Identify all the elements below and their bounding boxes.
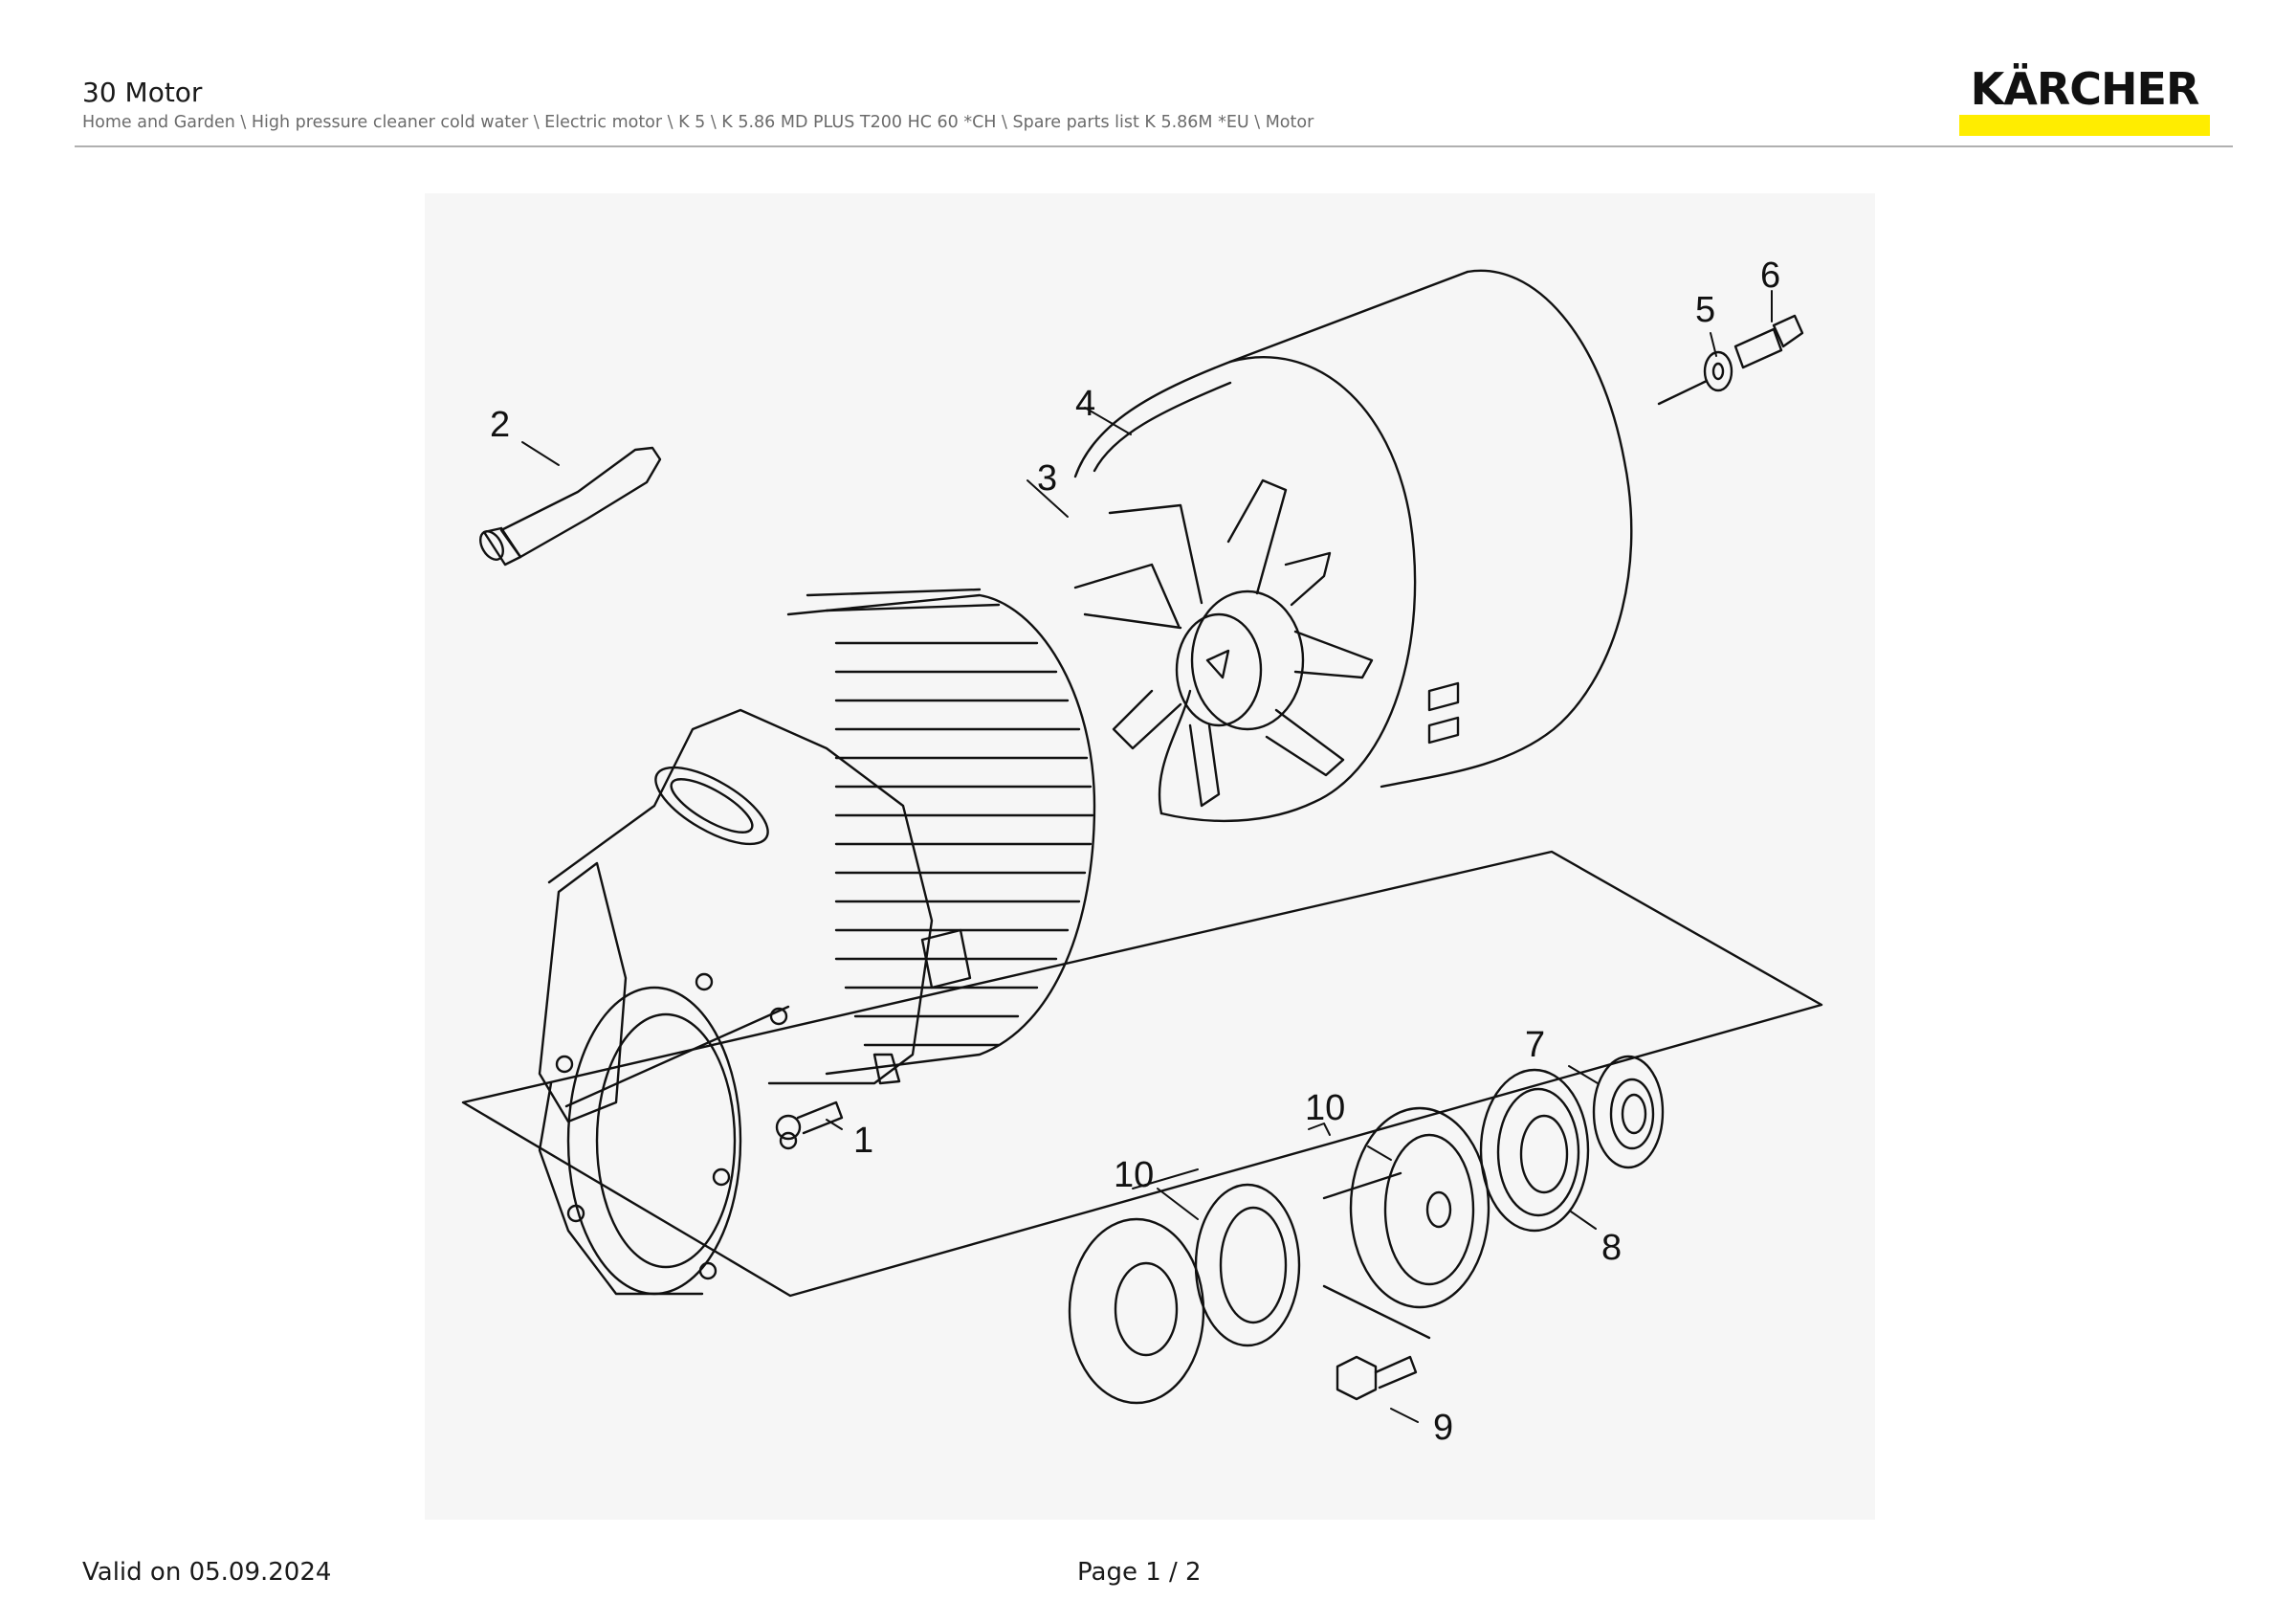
callout-labels: 1 2 3 4 5 6 7 8 9 10 10 <box>490 256 1780 1448</box>
callout-1: 1 <box>853 1121 873 1161</box>
callout-4: 4 <box>1075 384 1095 424</box>
valid-date: Valid on 05.09.2024 <box>82 1558 332 1587</box>
logo-wordmark: KÄRCHER <box>1970 63 2200 115</box>
callout-6: 6 <box>1760 256 1780 296</box>
part-10-bearing-cap <box>1322 1106 1490 1340</box>
part-7-seal <box>1592 1055 1665 1169</box>
part-2-grease-tube <box>479 446 662 567</box>
callout-10-upper: 10 <box>1305 1088 1345 1128</box>
callout-2: 2 <box>490 405 510 445</box>
part-6-bolt <box>1733 314 1804 369</box>
logo-yellow-bar <box>1959 115 2210 136</box>
karcher-logo: KÄRCHER <box>1959 65 2218 138</box>
motor-exploded-drawing: 1 2 3 4 5 6 7 8 9 10 10 <box>461 256 1823 1448</box>
assembly-frame-lower <box>461 850 1823 1298</box>
breadcrumb: Home and Garden \ High pressure cleaner … <box>82 113 1314 132</box>
callout-10-lower: 10 <box>1114 1155 1154 1195</box>
part-8-bearing <box>1479 1068 1590 1233</box>
part-5-washer <box>1657 350 1733 406</box>
page-indicator: Page 1 / 2 <box>1077 1558 1202 1587</box>
callout-8: 8 <box>1601 1228 1622 1268</box>
callout-5: 5 <box>1695 290 1715 330</box>
header-divider <box>75 145 2233 147</box>
callout-3: 3 <box>1037 458 1057 499</box>
page-title: 30 Motor <box>82 77 203 108</box>
part-4-motor-cover <box>1073 269 1633 823</box>
callout-7: 7 <box>1525 1025 1545 1065</box>
motor-body-stator <box>786 588 1096 1076</box>
part-1-screw <box>775 1101 844 1141</box>
motor-housing-flange <box>538 708 972 1296</box>
part-3-fan <box>1073 478 1374 808</box>
part-10-thrust-bearing <box>1068 1183 1301 1405</box>
callout-leader-lines <box>521 290 1773 1423</box>
callout-9: 9 <box>1433 1408 1453 1448</box>
part-9-hex-bolt <box>1336 1355 1418 1401</box>
exploded-view-diagram: 1 2 3 4 5 6 7 8 9 10 10 <box>425 193 1875 1520</box>
